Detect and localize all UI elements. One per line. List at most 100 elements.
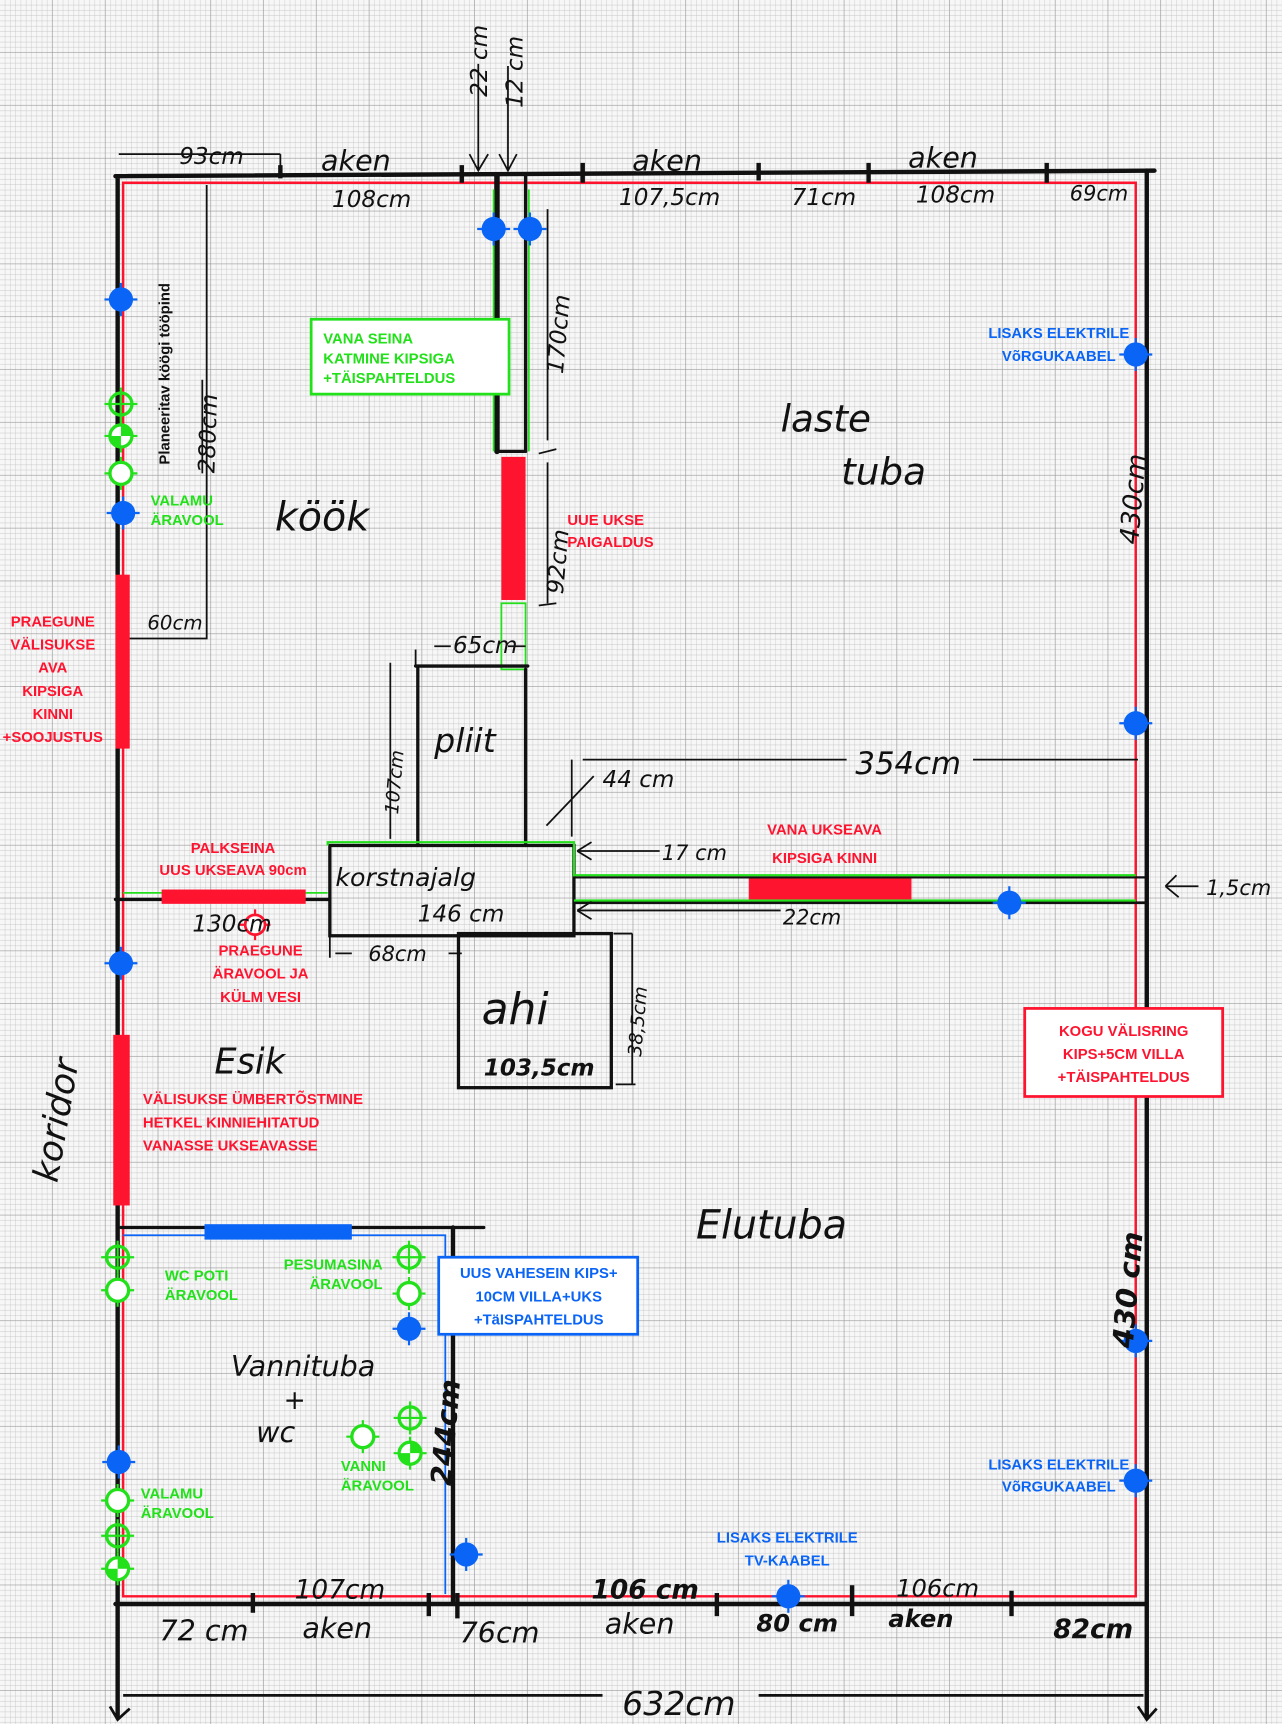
note-line: ÄRAVOOL JA [213,966,309,983]
dim-bottom-72: 72 cm [159,1613,248,1647]
note-line: UUS VAHESEIN KIPS+ [460,1266,618,1282]
dim-22: 22 cm [467,25,493,97]
note-line: PRAEGUNE [219,944,303,960]
note-line: KIPSIGA KINNI [772,851,877,867]
dim-130: 130cm [192,911,271,937]
note-wc: WC POTI ÄRAVOOL [165,1268,238,1304]
note-line: ÄRAVOOL [310,1276,383,1293]
dim-93: 93cm [179,144,244,170]
note-tv: LISAKS ELEKTRILE TV-KAABEL [717,1530,858,1569]
note-line: KINNI [33,707,73,723]
new-door-marker [501,456,526,600]
room-label-kids-2: tuba [841,449,926,493]
dim-22-wall: 22cm [783,906,841,930]
dim-top-71: 71cm [792,185,857,211]
dim-92: 92cm [543,528,575,595]
dim-bottom-82: 82cm [1053,1614,1133,1645]
note-bath: VANNI ÄRAVOOL [341,1459,414,1495]
room-label-hall: Esik [214,1041,286,1082]
note-line: UUE UKSE [567,513,644,529]
dim-bottom-80: 80 cm [756,1610,838,1638]
dim-60: 60cm [147,612,202,635]
note-line: VÄLISUKSE ÜMBERTÕSTMINE [143,1090,363,1108]
note-line: LISAKS ELEKTRILE [988,1458,1129,1474]
old-exterior-door-marker [115,574,130,749]
note-outer-ring: KOGU VÄLISRING KIPS+5CM VILLA +TÄISPAHTE… [1058,1023,1190,1086]
note-line: 10CM VILLA+UKS [475,1289,602,1305]
dim-top-69: 69cm [1070,181,1128,205]
note-line: HETKEL KINNIEHITATUD [143,1115,320,1131]
dim-top-aken-1: aken [321,144,391,178]
note-line: VANNI [341,1459,386,1475]
note-line: ÄRAVOOL [141,1505,214,1522]
note-log-wall: PALKSEINA UUS UKSEAVA 90cm [159,841,306,879]
note-box-outer-ring [1023,1007,1225,1098]
dim-44: 44 cm [603,767,675,793]
dim-top-aken-2: aken [632,144,702,178]
note-line: +TÄISPAHTELDUS [323,370,455,387]
room-label-bathroom-1: Vannituba [231,1349,375,1383]
dim-12: 12 cm [502,36,528,108]
note-line: VõRGUKAABEL [1002,349,1116,365]
note-line: VANASSE UKSEAVASSE [143,1138,318,1154]
note-exterior-door-move: VÄLISUKSE ÜMBERTÕSTMINE HETKEL KINNIEHIT… [143,1090,363,1154]
note-line: PAIGALDUS [567,535,653,551]
dim-bottom-aken-3: aken [888,1605,953,1633]
note-line: KIPSIGA [22,684,83,700]
note-line: KATMINE KIPSIGA [323,351,455,367]
note-line: KOGU VÄLISRING [1059,1023,1188,1040]
note-old-doorway: VANA UKSEAVA KIPSIGA KINNI [767,822,882,867]
note-line: LISAKS ELEKTRILE [988,326,1129,342]
label-chimney-width: 146 cm [418,901,505,927]
dim-bottom-107: 107cm [295,1574,386,1605]
note-line: TV-KAABEL [745,1553,830,1569]
note-line: VANA UKSEAVA [767,822,882,838]
dim-bottom-106a: 106 cm [592,1574,699,1605]
note-new-partition: UUS VAHESEIN KIPS+ 10CM VILLA+UKS +TäISP… [460,1266,618,1328]
note-box-new-partition [437,1255,640,1336]
dim-top-108a: 108cm [332,187,411,213]
note-line: +TäISPAHTELDUS [474,1312,604,1328]
note-line: AVA [38,661,67,677]
dim-65: 65cm [453,633,518,659]
note-line: PESUMASINA [284,1257,383,1273]
exterior-door-marker [113,1034,130,1206]
note-line: ÄRAVOOL [341,1478,414,1495]
room-label-kids-1: laste [781,397,871,441]
room-label-bathroom-2: + [284,1385,306,1416]
note-network-top: LISAKS ELEKTRILE VõRGUKAABEL [988,326,1129,365]
note-kitchen-sink: VALAMU ÄRAVOOL [151,493,224,529]
room-label-living: Elutuba [696,1202,847,1248]
room-label-bathroom-3: wc [256,1415,295,1449]
note-line: KIPS+5CM VILLA [1063,1047,1185,1063]
note-line: VALAMU [151,493,213,509]
note-line: LISAKS ELEKTRILE [717,1530,858,1546]
dim-280: 280cm [194,393,223,473]
note-line: ÄRAVOOL [165,1287,238,1304]
label-chimney: korstnajalg [335,863,476,892]
dim-bottom-aken-2: aken [605,1607,675,1641]
label-stove: pliit [433,721,496,760]
kitchen-worktop [123,184,208,640]
dim-68: 68cm [368,942,426,966]
note-washer: PESUMASINA ÄRAVOOL [284,1257,383,1293]
dim-bottom-106b: 106cm [896,1574,979,1602]
label-oven: ahi [482,984,550,1035]
dim-top-1075: 107,5cm [619,185,720,211]
stove-chimney-oven [326,645,1138,1090]
dim-top-aken-3: aken [908,140,978,174]
note-line: VÄLISUKSE [10,637,95,654]
dim-bottom-aken-1: aken [302,1611,372,1645]
note-line: VõRGUKAABEL [1002,1480,1116,1496]
room-label-kitchen: köök [275,495,371,541]
current-drain-icon [239,909,271,941]
note-line: ÄRAVOOL [151,512,224,529]
note-line: PRAEGUNE [11,614,95,630]
dim-17: 17 cm [662,841,727,865]
note-box-old-wall [309,317,511,396]
internal-wall-living [572,841,1199,920]
dim-total-632: 632cm [622,1684,735,1723]
